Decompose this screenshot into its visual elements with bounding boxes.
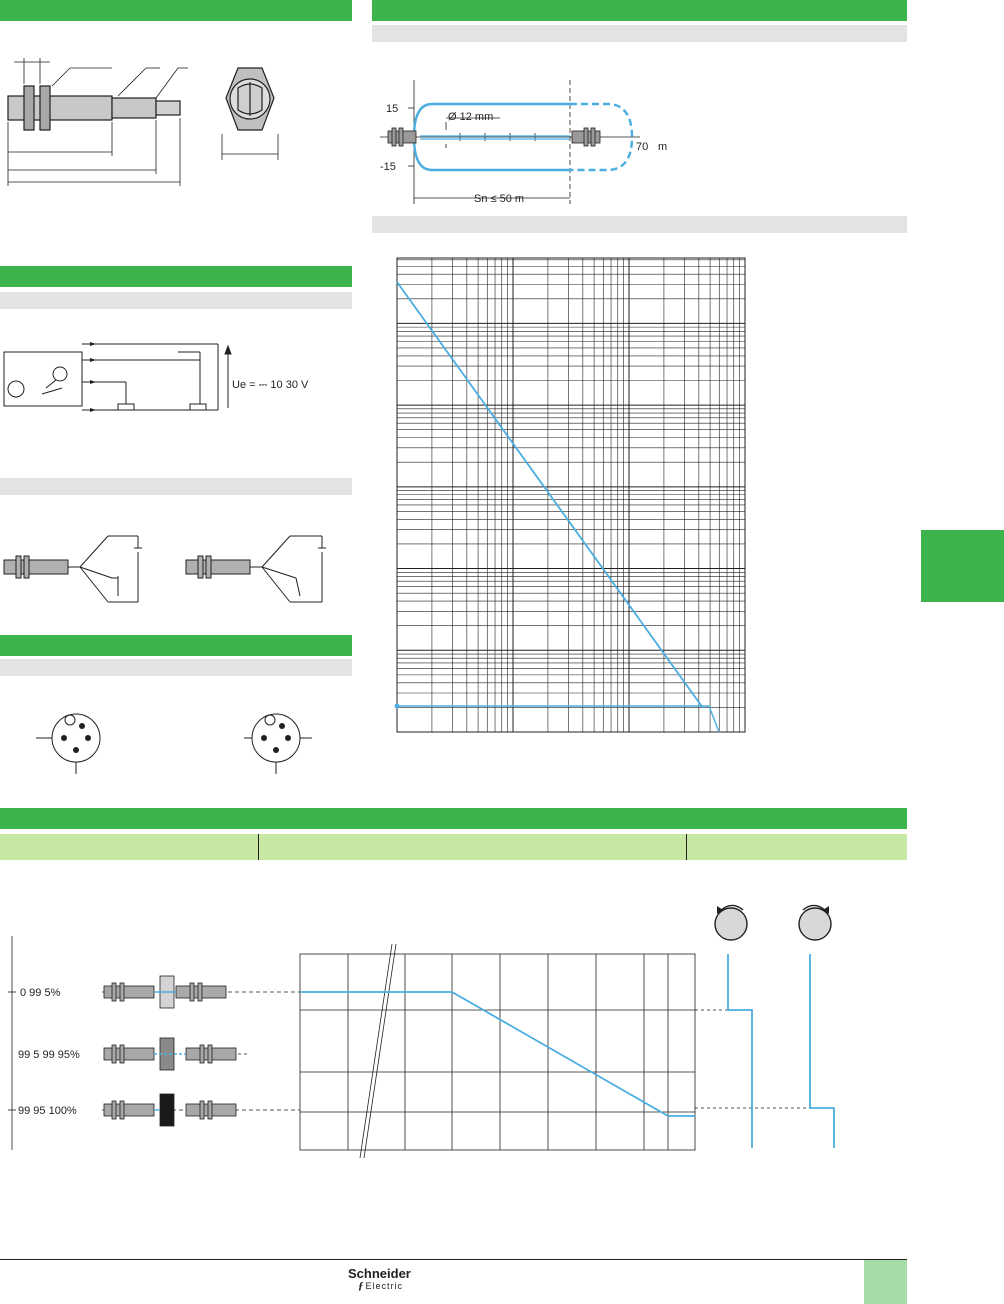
connection-diagrams [3, 535, 326, 603]
curve-subheader-bar [372, 216, 907, 233]
section-side-tab [921, 530, 1004, 602]
detection-header-bar [372, 0, 907, 21]
bottom-subheader-bar [0, 834, 907, 860]
wiring-diagram: Ue = ⎓ 10 30 V [3, 342, 309, 412]
chart-series-line [396, 281, 704, 709]
opacity-row-label: 99 95 100% [18, 1105, 77, 1117]
detection-subheader-bar [372, 25, 907, 42]
sensor-dimension-drawing [7, 58, 279, 186]
supply-voltage-label: Ue = ⎓ 10 30 V [232, 379, 309, 391]
opacity-chart: 0 99 5% 99 5 99 95% 99 95 100% [8, 936, 835, 1159]
connection-subheader-bar [0, 478, 352, 495]
connector-subheader-bar [0, 659, 352, 676]
brand-name: Schneider [348, 1266, 411, 1281]
brand-subname: Electric [365, 1281, 404, 1291]
distance-end-label: 70 [636, 141, 648, 153]
y-minus-label: -15 [380, 161, 396, 173]
footer-rule [0, 1259, 907, 1260]
knob-icon [798, 904, 832, 941]
column-divider [686, 834, 687, 860]
y-plus-label: 15 [386, 103, 398, 115]
chart-reference-line [397, 705, 720, 733]
column-divider [258, 834, 259, 860]
wiring-subheader-bar [0, 292, 352, 309]
opacity-row-label: 99 5 99 95% [18, 1049, 80, 1061]
connector-header-bar [0, 635, 352, 656]
page-tab [864, 1260, 907, 1304]
unit-label: m [658, 141, 667, 153]
bottom-header-bar [0, 808, 907, 829]
knob-icon [714, 904, 748, 941]
brand-mark-icon: ƒ [358, 1280, 364, 1292]
connector-pinouts [36, 713, 312, 774]
wiring-header-bar [0, 266, 352, 287]
dimensions-header-bar [0, 0, 352, 21]
log-log-chart [394, 257, 746, 733]
diameter-label: Ø 12 mm [448, 111, 493, 123]
opacity-row-label: 0 99 5% [20, 987, 61, 999]
brand-logo: Schneider ƒ Electric [348, 1267, 438, 1295]
chart-reference-point [394, 703, 400, 709]
detection-zone-diagram: 15 -15 Ø 12 mm 70 m Sn ≤ 50 m [380, 80, 667, 205]
range-label: Sn ≤ 50 m [474, 193, 524, 205]
